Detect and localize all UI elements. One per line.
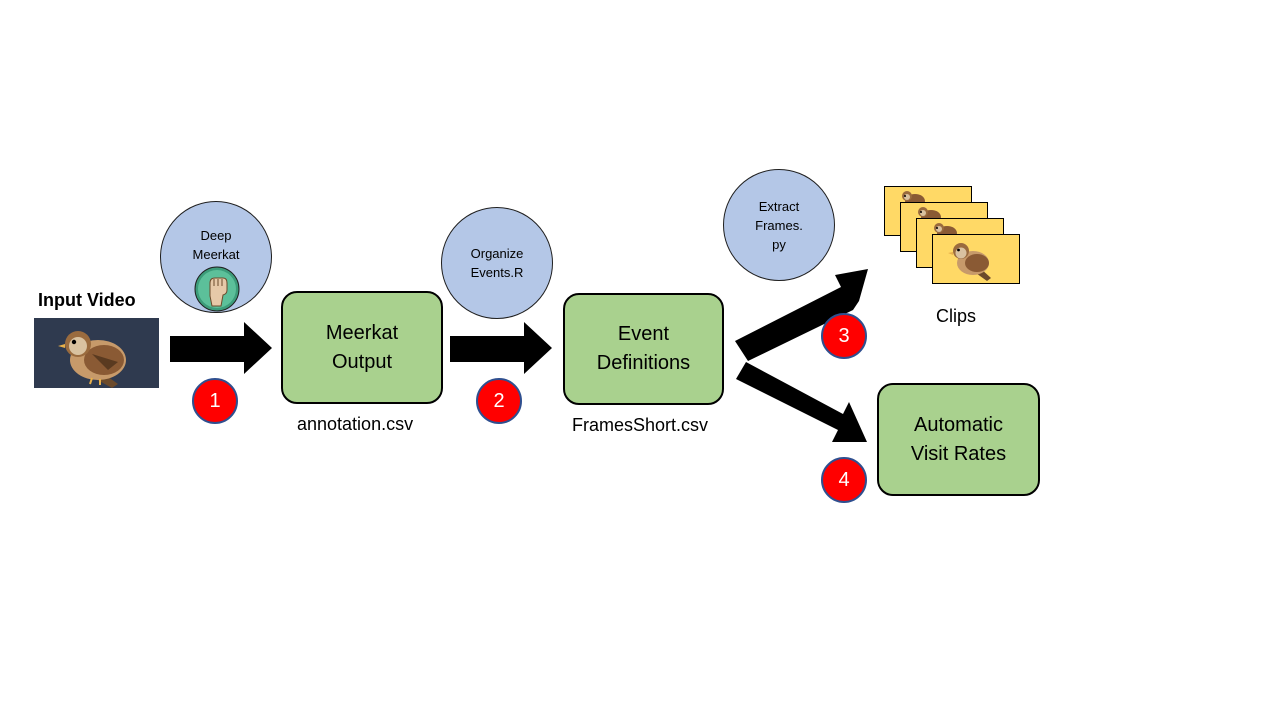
arrow-4 — [736, 362, 867, 442]
event-definitions-line1: Event — [617, 323, 670, 345]
deep-meerkat-line1: Deep — [200, 228, 232, 243]
step-badge-1: 1 — [192, 378, 238, 424]
sparrow-icon — [948, 243, 991, 281]
step-badge-4: 4 — [821, 457, 867, 503]
organize-events-line2: Events.R — [470, 265, 524, 280]
clip-frame — [932, 234, 1020, 284]
visit-rates-line1: Automatic — [914, 413, 1003, 436]
arrow-3 — [735, 269, 868, 361]
deep-meerkat-tool: Deep Meerkat — [160, 201, 272, 313]
annotation-file-label: annotation.csv — [297, 414, 414, 434]
extract-frames-tool: Extract Frames. py — [723, 169, 835, 281]
step-badge-3: 3 — [821, 313, 867, 359]
sparrow-icon — [58, 331, 126, 388]
arrow-2 — [450, 322, 552, 374]
event-definitions-box: Event Definitions — [563, 293, 724, 405]
frames-short-file-label: FramesShort.csv — [572, 415, 709, 435]
organize-events-line1: Organize — [470, 246, 524, 261]
meerkat-output-box: Meerkat Output — [281, 291, 443, 404]
extract-frames-line1: Extract — [758, 199, 800, 214]
arrow-1 — [170, 322, 272, 374]
organize-events-tool: Organize Events.R — [441, 207, 553, 319]
deep-meerkat-line2: Meerkat — [192, 247, 240, 262]
step-badge-2: 2 — [476, 378, 522, 424]
meerkat-output-line2: Output — [331, 350, 393, 373]
meerkat-output-line1: Meerkat — [325, 321, 399, 344]
event-definitions-line2: Definitions — [596, 352, 691, 374]
extract-frames-line2: Frames. — [755, 218, 803, 233]
extract-frames-line3: py — [772, 237, 786, 252]
visit-rates-box: Automatic Visit Rates — [877, 383, 1040, 496]
clips-label: Clips — [936, 306, 977, 326]
meerkat-fist-icon — [194, 266, 240, 312]
input-video-thumbnail — [34, 318, 159, 388]
visit-rates-line2: Visit Rates — [910, 442, 1007, 465]
input-video-label: Input Video — [38, 290, 136, 310]
